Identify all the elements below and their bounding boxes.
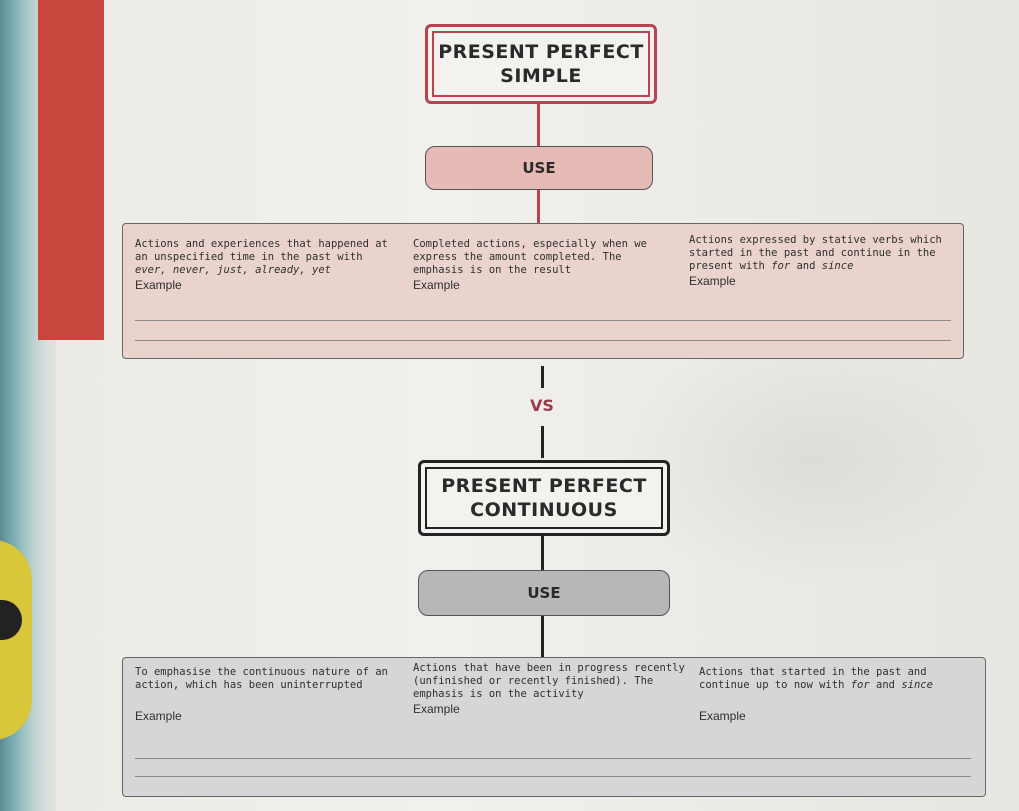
red-page-tab <box>38 0 104 340</box>
example-label: Example <box>135 278 182 292</box>
example-label: Example <box>689 274 736 288</box>
continuous-use-column-2: Actions that have been in progress recen… <box>413 662 685 716</box>
vs-label: VS <box>530 396 554 415</box>
present-perfect-simple-title: PRESENT PERFECT SIMPLE <box>425 24 657 104</box>
and-word: and <box>876 679 895 691</box>
simple-use-box: USE <box>425 146 653 190</box>
continuous-uses-panel: To emphasise the continuous nature of an… <box>122 657 986 797</box>
writing-line <box>135 340 951 341</box>
title-line-2: SIMPLE <box>500 65 582 87</box>
continuous-use-column-1: To emphasise the continuous nature of an… <box>135 666 395 723</box>
signal-words: ever, never, just, already, yet <box>135 264 331 276</box>
connector-line <box>541 536 544 570</box>
use-label: USE <box>527 584 561 602</box>
title-line-2: CONTINUOUS <box>470 499 618 521</box>
since-word: since <box>901 679 933 691</box>
present-perfect-continuous-title: PRESENT PERFECT CONTINUOUS <box>418 460 670 536</box>
writing-line <box>135 320 951 321</box>
simple-use-column-3: Actions expressed by stative verbs which… <box>689 234 951 288</box>
connector-line <box>537 104 540 146</box>
connector-line <box>541 616 544 658</box>
use-description: Actions and experiences that happened at… <box>135 238 388 263</box>
for-word: for <box>771 260 791 272</box>
bleed-through-shadow <box>610 330 1010 590</box>
continuous-use-box: USE <box>418 570 670 616</box>
bee-illustration-edge <box>0 540 32 740</box>
and-word: and <box>796 260 816 272</box>
writing-line <box>135 758 971 759</box>
since-word: since <box>821 260 854 272</box>
simple-use-column-1: Actions and experiences that happened at… <box>135 238 393 292</box>
use-description: Completed actions, especially when we ex… <box>413 238 647 276</box>
use-description: Actions that have been in progress recen… <box>413 662 685 700</box>
connector-line <box>541 366 544 388</box>
example-label: Example <box>413 278 460 292</box>
connector-line <box>541 426 544 458</box>
use-description: To emphasise the continuous nature of an… <box>135 666 388 691</box>
example-label: Example <box>413 702 460 716</box>
simple-use-column-2: Completed actions, especially when we ex… <box>413 238 667 292</box>
connector-line <box>537 190 540 224</box>
simple-uses-panel: Actions and experiences that happened at… <box>122 223 964 359</box>
title-line-1: PRESENT PERFECT <box>441 475 647 497</box>
use-description: Actions that started in the past and con… <box>699 666 927 691</box>
use-label: USE <box>522 159 556 177</box>
use-description: Actions expressed by stative verbs which… <box>689 234 942 272</box>
title-line-1: PRESENT PERFECT <box>438 41 644 63</box>
example-label: Example <box>699 709 746 723</box>
continuous-use-column-3: Actions that started in the past and con… <box>699 666 969 723</box>
for-word: for <box>850 679 870 691</box>
example-label: Example <box>135 709 182 723</box>
writing-line <box>135 776 971 777</box>
